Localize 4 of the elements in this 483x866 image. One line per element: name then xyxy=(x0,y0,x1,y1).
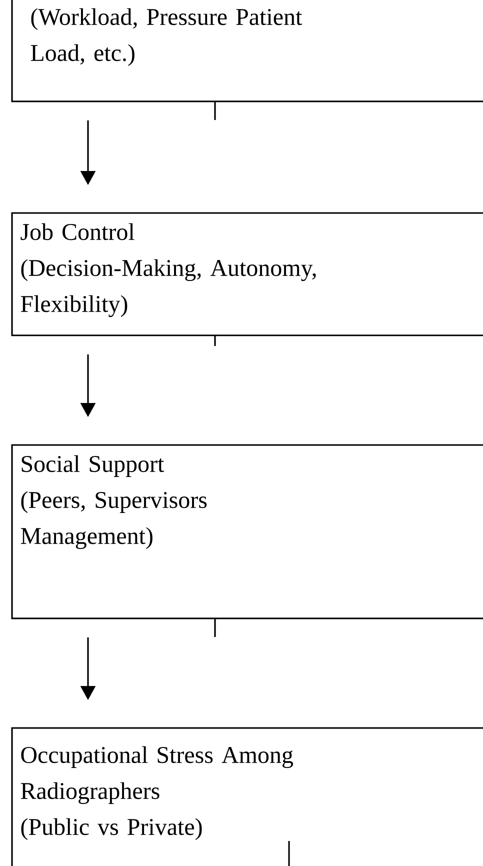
process-box: (Workload, Pressure Patient Load, etc.) xyxy=(11,0,483,102)
process-box: Job Control (Decision-Making, Autonomy, Flexibility) xyxy=(11,212,483,336)
process-box: Social Support (Peers, Supervisors Management) xyxy=(11,444,483,620)
process-box: Occupational Stress Among Radiographers (Public vs Private) xyxy=(11,727,483,866)
